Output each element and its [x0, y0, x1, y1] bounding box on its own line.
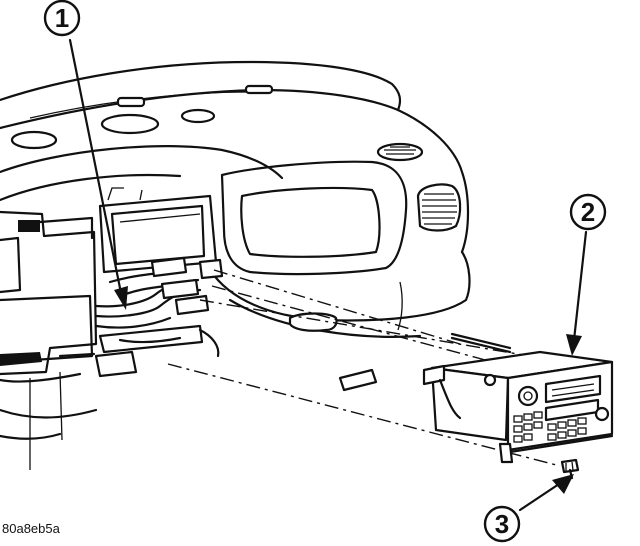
preset-buttons: [513, 411, 587, 443]
radio-assembly: [422, 332, 614, 464]
callout-3: 3: [483, 505, 521, 543]
instrument-panel: [0, 60, 471, 470]
outlet-louvers: [422, 193, 457, 225]
vent-louvers: [384, 146, 416, 155]
mounting-screw: [560, 458, 580, 480]
callout-1-label: 1: [55, 3, 69, 33]
callout-2: 2: [569, 193, 607, 231]
callout-3-label: 3: [495, 509, 509, 539]
wiring-harness: [94, 256, 224, 358]
callout-leaders: [68, 38, 588, 512]
figure-id-code: 80a8eb5a: [2, 521, 61, 536]
callout-1: 1: [43, 0, 81, 37]
callout-2-label: 2: [581, 197, 595, 227]
